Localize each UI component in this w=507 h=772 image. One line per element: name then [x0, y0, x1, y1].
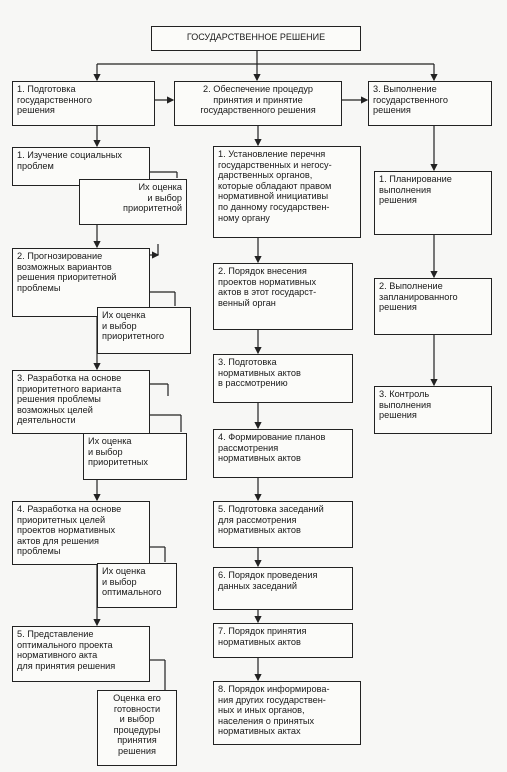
left-eval-1: Их оценка и выбор приоритетной — [79, 179, 187, 225]
right-step-3: 3. Контроль выполнения решения — [374, 386, 492, 434]
right-step-1: 1. Планирование выполнения решения — [374, 171, 492, 235]
middle-step-3: 3. Подготовка нормативных актов в рассмо… — [213, 354, 353, 403]
column-middle-box: 2. Обеспечение процедур принятия и приня… — [174, 81, 342, 126]
left-step-5: 5. Представление оптимального проекта но… — [12, 626, 150, 682]
title-box: ГОСУДАРСТВЕННОЕ РЕШЕНИЕ — [151, 26, 361, 51]
middle-step-1: 1. Установление перечня государственных … — [213, 146, 361, 238]
middle-step-6: 6. Порядок проведения данных заседаний — [213, 567, 353, 610]
left-eval-3: Их оценка и выбор приоритетных — [83, 433, 187, 480]
column-left-text: 1. Подготовка государственного решения — [17, 84, 92, 116]
left-eval-4: Их оценка и выбор оптимального — [97, 563, 177, 608]
left-eval-5: Оценка его готовности и выбор процедуры … — [97, 690, 177, 766]
left-eval-2: Их оценка и выбор приоритетного — [97, 307, 191, 354]
right-step-2: 2. Выполнение запланированного решения — [374, 278, 492, 335]
middle-step-5: 5. Подготовка заседаний для рассмотрения… — [213, 501, 353, 548]
middle-step-4: 4. Формирование планов рассмотрения норм… — [213, 429, 353, 478]
middle-step-7: 7. Порядок принятия нормативных актов — [213, 623, 353, 658]
middle-step-8: 8. Порядок информирова- ния других госуд… — [213, 681, 361, 745]
middle-step-2: 2. Порядок внесения проектов нормативных… — [213, 263, 353, 330]
column-middle-text: 2. Обеспечение процедур принятия и приня… — [200, 84, 316, 116]
column-right-text: 3. Выполнение государственного решения — [373, 84, 448, 116]
left-step-4: 4. Разработка на основе приоритетных цел… — [12, 501, 150, 565]
left-step-3: 3. Разработка на основе приоритетного ва… — [12, 370, 150, 434]
title-text: ГОСУДАРСТВЕННОЕ РЕШЕНИЕ — [186, 32, 326, 42]
left-step-2: 2. Прогнозирование возможных вариантов р… — [12, 248, 150, 317]
column-left-box: 1. Подготовка государственного решения — [12, 81, 155, 126]
column-right-box: 3. Выполнение государственного решения — [368, 81, 492, 126]
